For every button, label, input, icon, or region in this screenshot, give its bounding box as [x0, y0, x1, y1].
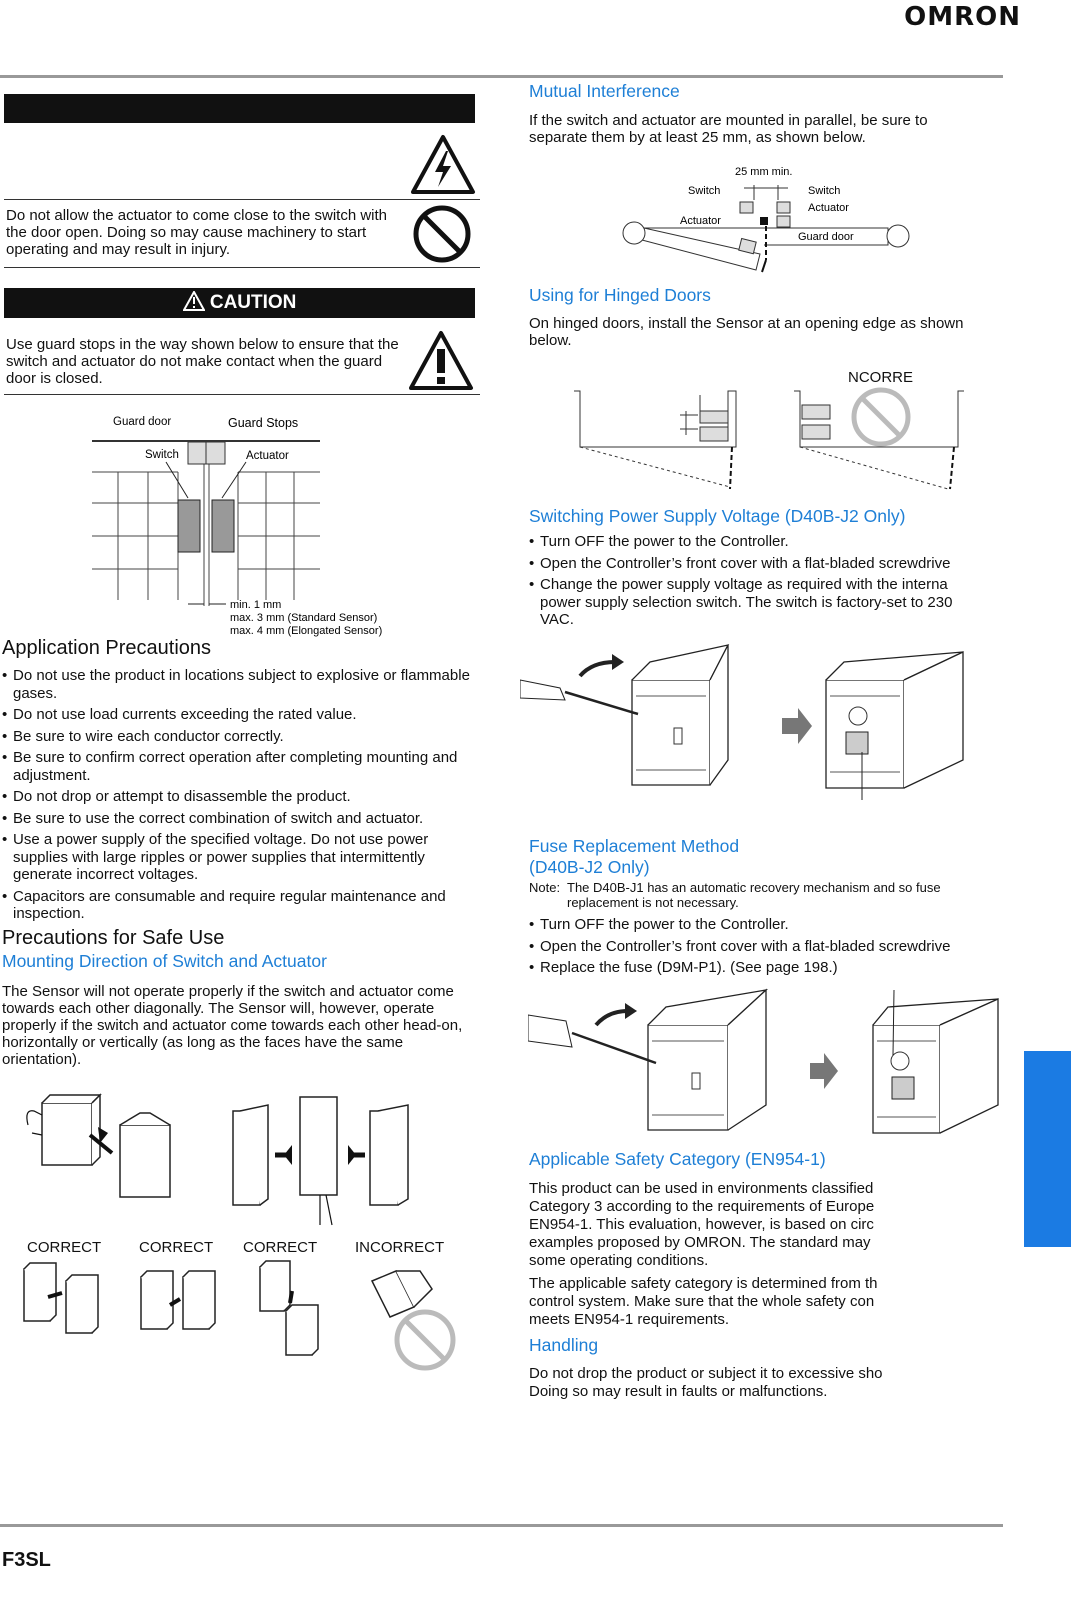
switch-left-label: Switch — [688, 185, 720, 197]
caution-text: Use guard stops in the way shown below t… — [6, 336, 399, 387]
product-name: F3SL — [2, 1549, 51, 1571]
list-item: Open the Controller’s front cover with a… — [529, 555, 974, 573]
mutual-interference-title: Mutual Interference — [529, 81, 680, 101]
list-item: Use a power supply of the specified volt… — [2, 831, 477, 884]
list-item: Be sure to use the correct combination o… — [2, 810, 477, 828]
guard-door-label: Guard door — [798, 231, 854, 243]
correct-label-1: CORRECT — [27, 1239, 102, 1256]
list-item: Change the power supply voltage as requi… — [529, 576, 974, 629]
list-item: Be sure to wire each conductor correctly… — [2, 728, 477, 746]
max-elong-label: max. 4 mm (Elongated Sensor) — [230, 625, 382, 637]
list-item: Turn OFF the power to the Controller. — [529, 916, 974, 934]
warning-bar — [4, 94, 475, 123]
divider — [4, 267, 480, 268]
dim-label: 25 mm min. — [735, 166, 792, 178]
mounting-direction-text: The Sensor will not operate properly if … — [2, 983, 463, 1068]
power-supply-voltage-title: Switching Power Supply Voltage (D40B-J2 … — [529, 506, 906, 526]
fuse-note: Note: The D40B-J1 has an automatic recov… — [529, 880, 969, 910]
mutual-interference-figure: 25 mm min. Switch Switch Actuator Actuat… — [622, 166, 910, 273]
safety-category-text-1: This product can be used in environments… — [529, 1180, 875, 1269]
prohibited-icon — [413, 205, 471, 263]
power-supply-voltage-list: Turn OFF the power to the Controller. Op… — [529, 533, 974, 633]
list-item: Capacitors are consumable and require re… — [2, 888, 477, 923]
list-item: Open the Controller’s front cover with a… — [529, 938, 974, 956]
fuse-note-label: Note: — [529, 880, 561, 895]
correct-label-3: CORRECT — [243, 1239, 318, 1256]
actuator-right-label: Actuator — [808, 202, 849, 214]
guard-stops-figure: Guard door Guard Stops Switch Actuator m… — [92, 416, 382, 637]
list-item: Turn OFF the power to the Controller. — [529, 533, 974, 551]
list-item: Do not use load currents exceeding the r… — [2, 706, 477, 724]
mutual-interference-text: If the switch and actuator are mounted i… — [529, 112, 928, 146]
mounting-direction-figure — [23, 1093, 456, 1371]
fuse-replacement-title: Fuse Replacement Method (D40B-J2 Only) — [529, 836, 739, 878]
max-std-label: max. 3 mm (Standard Sensor) — [230, 612, 377, 624]
switch-label: Switch — [145, 449, 179, 461]
caution-triangle-icon — [181, 289, 206, 311]
hinged-incorrect-label: NCORRE — [848, 369, 914, 386]
hinged-doors-figure — [574, 387, 964, 490]
hinged-doors-title: Using for Hinged Doors — [529, 285, 711, 305]
safe-use-title: Precautions for Safe Use — [2, 927, 225, 949]
divider — [4, 199, 480, 200]
application-precautions-title: Application Precautions — [2, 637, 212, 659]
caution-label: CAUTION — [209, 292, 297, 313]
guard-door-label: Guard door — [113, 416, 171, 428]
controller-voltage-figure — [520, 644, 964, 800]
hinged-doors-text: On hinged doors, install the Sensor at a… — [529, 315, 964, 349]
min-label: min. 1 mm — [230, 599, 281, 611]
list-item: Be sure to confirm correct operation aft… — [2, 749, 477, 784]
incorrect-label: INCORRECT — [355, 1239, 445, 1256]
application-precautions-list: Do not use the product in locations subj… — [2, 667, 477, 927]
correct-label-2: CORRECT — [139, 1239, 214, 1256]
divider — [4, 394, 480, 395]
list-item: Replace the fuse (D9M-P1). (See page 198… — [529, 959, 974, 977]
exclamation-warning-icon — [409, 331, 473, 390]
guard-stops-label: Guard Stops — [228, 416, 298, 430]
fuse-replacement-list: Turn OFF the power to the Controller. Op… — [529, 916, 974, 981]
caution-bar: CAUTION — [4, 288, 475, 318]
switch-right-label: Switch — [808, 185, 840, 197]
omron-logo: OMRON — [904, 2, 1021, 32]
actuator-label: Actuator — [246, 450, 289, 462]
list-item: Do not use the product in locations subj… — [2, 667, 477, 702]
mounting-direction-title: Mounting Direction of Switch and Actuato… — [2, 951, 327, 971]
handling-title: Handling — [529, 1335, 599, 1355]
header-rule — [0, 75, 1003, 78]
safety-category-title: Applicable Safety Category (EN954-1) — [529, 1149, 826, 1169]
actuator-left-label: Actuator — [680, 215, 721, 227]
footer-rule — [0, 1524, 1003, 1527]
controller-fuse-figure — [528, 988, 999, 1134]
electric-shock-icon — [411, 135, 475, 194]
fuse-title-line2: (D40B-J2 Only) — [529, 857, 650, 877]
handling-text: Do not drop the product or subject it to… — [529, 1365, 883, 1400]
fuse-title-line1: Fuse Replacement Method — [529, 836, 740, 856]
section-tab — [1024, 1051, 1071, 1247]
warning-text: Do not allow the actuator to come close … — [6, 207, 388, 258]
safety-category-text-2: The applicable safety category is determ… — [529, 1275, 878, 1328]
list-item: Do not drop or attempt to disassemble th… — [2, 788, 477, 806]
fuse-note-text: The D40B-J1 has an automatic recovery me… — [567, 880, 941, 910]
